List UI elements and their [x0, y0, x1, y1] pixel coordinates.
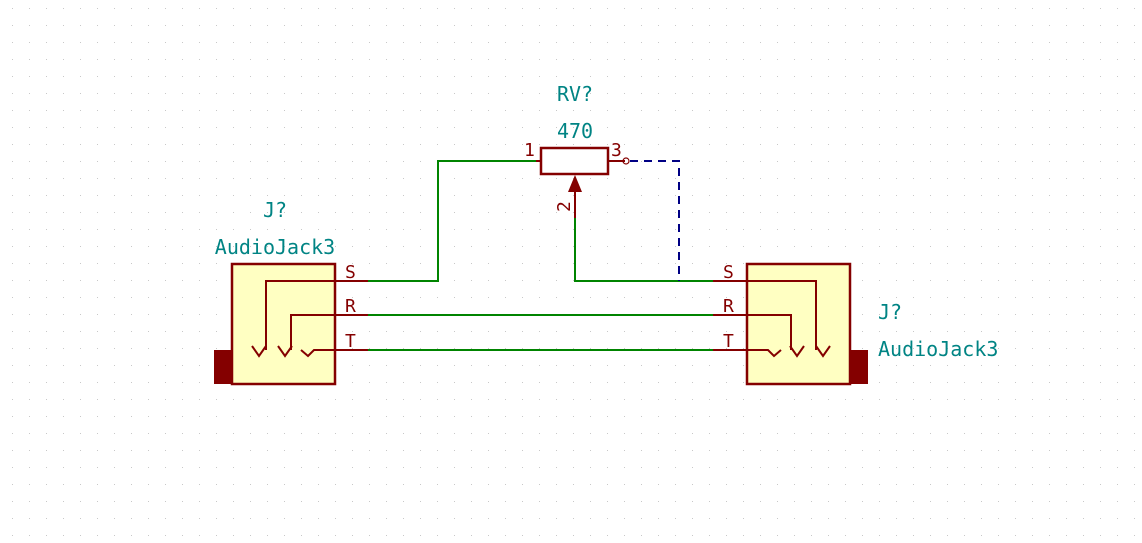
pot-pin3-unconnected-marker — [622, 157, 630, 165]
jack-left-body — [230, 262, 337, 386]
potentiometer[interactable]: 1 3 2 RV? 470 — [524, 82, 630, 218]
jack-right-sleeve-block — [850, 350, 868, 384]
jack-right-reference: J? — [878, 300, 902, 324]
jack-left-value: AudioJack3 — [215, 235, 335, 259]
pot-pin2-label: 2 — [554, 201, 575, 212]
jack-left-pin-r-label: R — [345, 296, 356, 317]
jack-left-tip-contact — [300, 349, 335, 358]
pot-pin3-label: 3 — [611, 140, 622, 161]
wire-sleeve-left-to-pot-pin1[interactable] — [368, 160, 536, 282]
jack-right-pin-s-label: S — [723, 262, 734, 283]
jack-right-body — [745, 262, 852, 386]
jack-left-sleeve-contact — [251, 280, 335, 358]
dashed-unconnected-wire[interactable] — [630, 160, 680, 281]
jack-right-sleeve-contact — [747, 280, 831, 358]
wires — [368, 160, 713, 351]
audio-jack-right[interactable]: S R T J? AudioJack3 — [713, 262, 998, 386]
wire-pot-wiper-to-sleeve-right[interactable] — [574, 193, 713, 282]
jack-right-ring-contact — [747, 314, 805, 358]
jack-left-pin-s-label: S — [345, 262, 356, 283]
jack-left-ring-contact — [277, 314, 335, 358]
pot-reference: RV? — [557, 82, 593, 106]
jack-right-value: AudioJack3 — [878, 337, 998, 361]
jack-right-tip-contact — [747, 349, 782, 358]
pot-pin1-label: 1 — [524, 140, 535, 161]
jack-left-reference: J? — [263, 198, 287, 222]
pot-wiper-arrow — [568, 175, 582, 192]
jack-right-pin-r-label: R — [723, 296, 734, 317]
jack-right-pin-t-label: T — [723, 331, 734, 352]
pot-value: 470 — [557, 119, 593, 143]
potentiometer-body — [539, 146, 610, 176]
audio-jack-left[interactable]: S R T J? AudioJack3 — [214, 198, 368, 386]
jack-left-pin-t-label: T — [345, 331, 356, 352]
jack-left-sleeve-block — [214, 350, 232, 384]
